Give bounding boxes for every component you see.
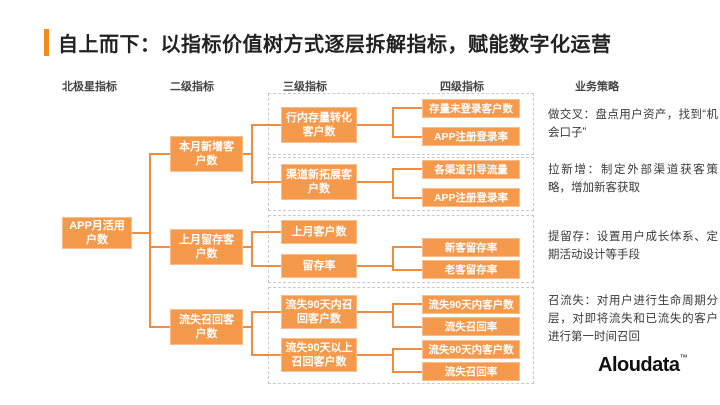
- tree-node-app-register-login-rate-2: APP注册登录率: [422, 188, 520, 207]
- dashed-group-retention: [268, 215, 534, 283]
- title-accent-bar: [44, 29, 49, 56]
- tree-node-churn-recall-rate-2: 流失召回率: [422, 362, 520, 381]
- trademark-symbol: ™: [679, 353, 688, 362]
- tree-node-last-month-customers: 上月客户数: [281, 220, 357, 244]
- tree-node-recall-within-90d: 流失90天内召回客户数: [281, 295, 357, 329]
- column-header-north-star: 北极星指标: [62, 81, 117, 93]
- connector-line: [251, 311, 281, 313]
- dashed-group-recall: [268, 287, 534, 384]
- column-header-level3: 三级指标: [283, 81, 327, 93]
- connector-line: [392, 269, 422, 271]
- tree-node-stock-not-logged-in: 存量未登录客户数: [422, 99, 520, 118]
- connector-line: [251, 231, 281, 233]
- connector-line: [357, 311, 394, 313]
- connector-line: [243, 246, 253, 248]
- connector-line: [392, 371, 422, 373]
- column-header-strategy: 业务策略: [575, 81, 619, 93]
- strategy-churn-recall: 召流失：对用户进行生命周期分层，对即将流失和已流失的客户进行第一时间召回: [548, 295, 718, 343]
- tree-node-retained-customers: 上月留存客户数: [170, 229, 243, 265]
- tree-node-root-app-mau: APP月活用户数: [62, 217, 132, 249]
- connector-line: [251, 181, 281, 183]
- strategy-cross-sell: 做交叉：盘点用户资产，找到“机会口子”: [548, 109, 718, 139]
- connector-line: [149, 153, 170, 155]
- column-header-level4: 四级指标: [440, 81, 484, 93]
- connector-line: [357, 124, 394, 126]
- connector-line: [251, 354, 281, 356]
- connector-line: [251, 265, 281, 267]
- tree-node-retention-rate: 留存率: [281, 254, 357, 278]
- connector-line: [251, 311, 253, 356]
- connector-line: [251, 124, 253, 184]
- tree-node-churn-recall-rate-1: 流失召回率: [422, 317, 520, 336]
- aloudata-logo-text: Aloudata: [598, 354, 680, 376]
- connector-line: [392, 303, 394, 328]
- connector-line: [392, 107, 394, 138]
- tree-node-new-customers: 本月新增客户数: [170, 136, 243, 172]
- tree-node-internal-conversion: 行内存量转化客户数: [281, 107, 357, 143]
- connector-line: [392, 168, 394, 199]
- connector-line: [149, 326, 170, 328]
- aloudata-logo: Aloudata™: [598, 353, 688, 377]
- connector-line: [251, 231, 253, 267]
- connector-line: [243, 326, 253, 328]
- connector-line: [392, 348, 394, 373]
- column-header-level2: 二级指标: [170, 81, 214, 93]
- title-block: 自上而下：以指标价值树方式逐层拆解指标，赋能数字化运营: [44, 28, 612, 57]
- connector-line: [251, 124, 281, 126]
- connector-line: [392, 168, 422, 170]
- connector-line: [392, 107, 422, 109]
- connector-line: [392, 326, 422, 328]
- dashed-group-channel: [268, 157, 534, 211]
- tree-node-channel-expansion: 渠道新拓展客户数: [281, 164, 357, 200]
- tree-node-recall-over-90d: 流失90天以上召回客户数: [281, 338, 357, 372]
- tree-node-channel-guided-traffic: 各渠道引导流量: [422, 160, 520, 179]
- connector-line: [149, 153, 151, 328]
- page-title: 自上而下：以指标价值树方式逐层拆解指标，赋能数字化运营: [58, 34, 612, 56]
- tree-node-churned-within-90d-1: 流失90天内客户数: [422, 295, 520, 314]
- connector-line: [132, 232, 150, 234]
- connector-line: [357, 181, 394, 183]
- connector-line: [392, 246, 422, 248]
- tree-node-app-register-login-rate-1: APP注册登录率: [422, 127, 520, 146]
- connector-line: [357, 354, 394, 356]
- tree-node-old-customer-retention-rate: 老客留存率: [422, 260, 520, 279]
- connector-line: [392, 136, 422, 138]
- strategy-new-acquisition: 拉新增：制定外部渠道获客策略，增加新客获取: [548, 164, 718, 194]
- connector-line: [392, 197, 422, 199]
- connector-line: [243, 153, 253, 155]
- tree-node-churned-within-90d-2: 流失90天内客户数: [422, 340, 520, 359]
- tree-node-recalled-customers: 流失召回客户数: [170, 309, 243, 345]
- tree-node-new-customer-retention-rate: 新客留存率: [422, 238, 520, 257]
- connector-line: [149, 246, 170, 248]
- connector-line: [357, 265, 394, 267]
- strategy-retention: 提留存：设置用户成长体系、定期活动设计等手段: [548, 231, 718, 261]
- connector-line: [392, 246, 394, 271]
- connector-line: [392, 348, 422, 350]
- connector-line: [392, 303, 422, 305]
